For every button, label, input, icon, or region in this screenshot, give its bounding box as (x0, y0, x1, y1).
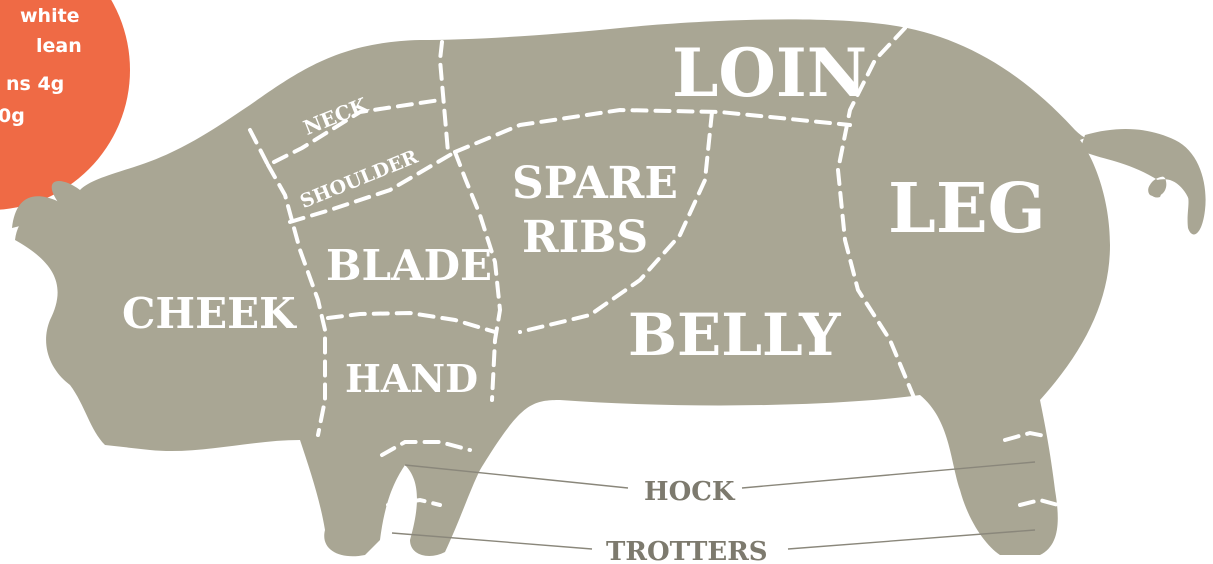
pointer-label-hock: HOCK (644, 477, 736, 507)
cut-label-hand: HAND (345, 356, 478, 401)
badge-line-2: lean (36, 35, 82, 57)
cut-label-spare: SPARE (512, 158, 678, 209)
cut-label-blade: BLADE (326, 241, 492, 290)
cut-label-belly: BELLY (628, 301, 841, 369)
cut-label-cheek: CHEEK (122, 289, 297, 338)
cut-label-loin: LOIN (672, 34, 867, 112)
cut-label-ribs: RIBS (522, 212, 648, 263)
cut-label-leg: LEG (888, 169, 1046, 249)
badge-line-4: 0g (0, 105, 25, 127)
pig-body (15, 19, 1200, 556)
pointer-callouts: HOCK TROTTERS (392, 462, 1035, 564)
pointer-label-trotters: TROTTERS (606, 537, 768, 564)
pig-silhouette (12, 19, 1206, 556)
badge-line-1: white (20, 5, 80, 27)
badge-line-3: ns 4g (6, 73, 64, 95)
